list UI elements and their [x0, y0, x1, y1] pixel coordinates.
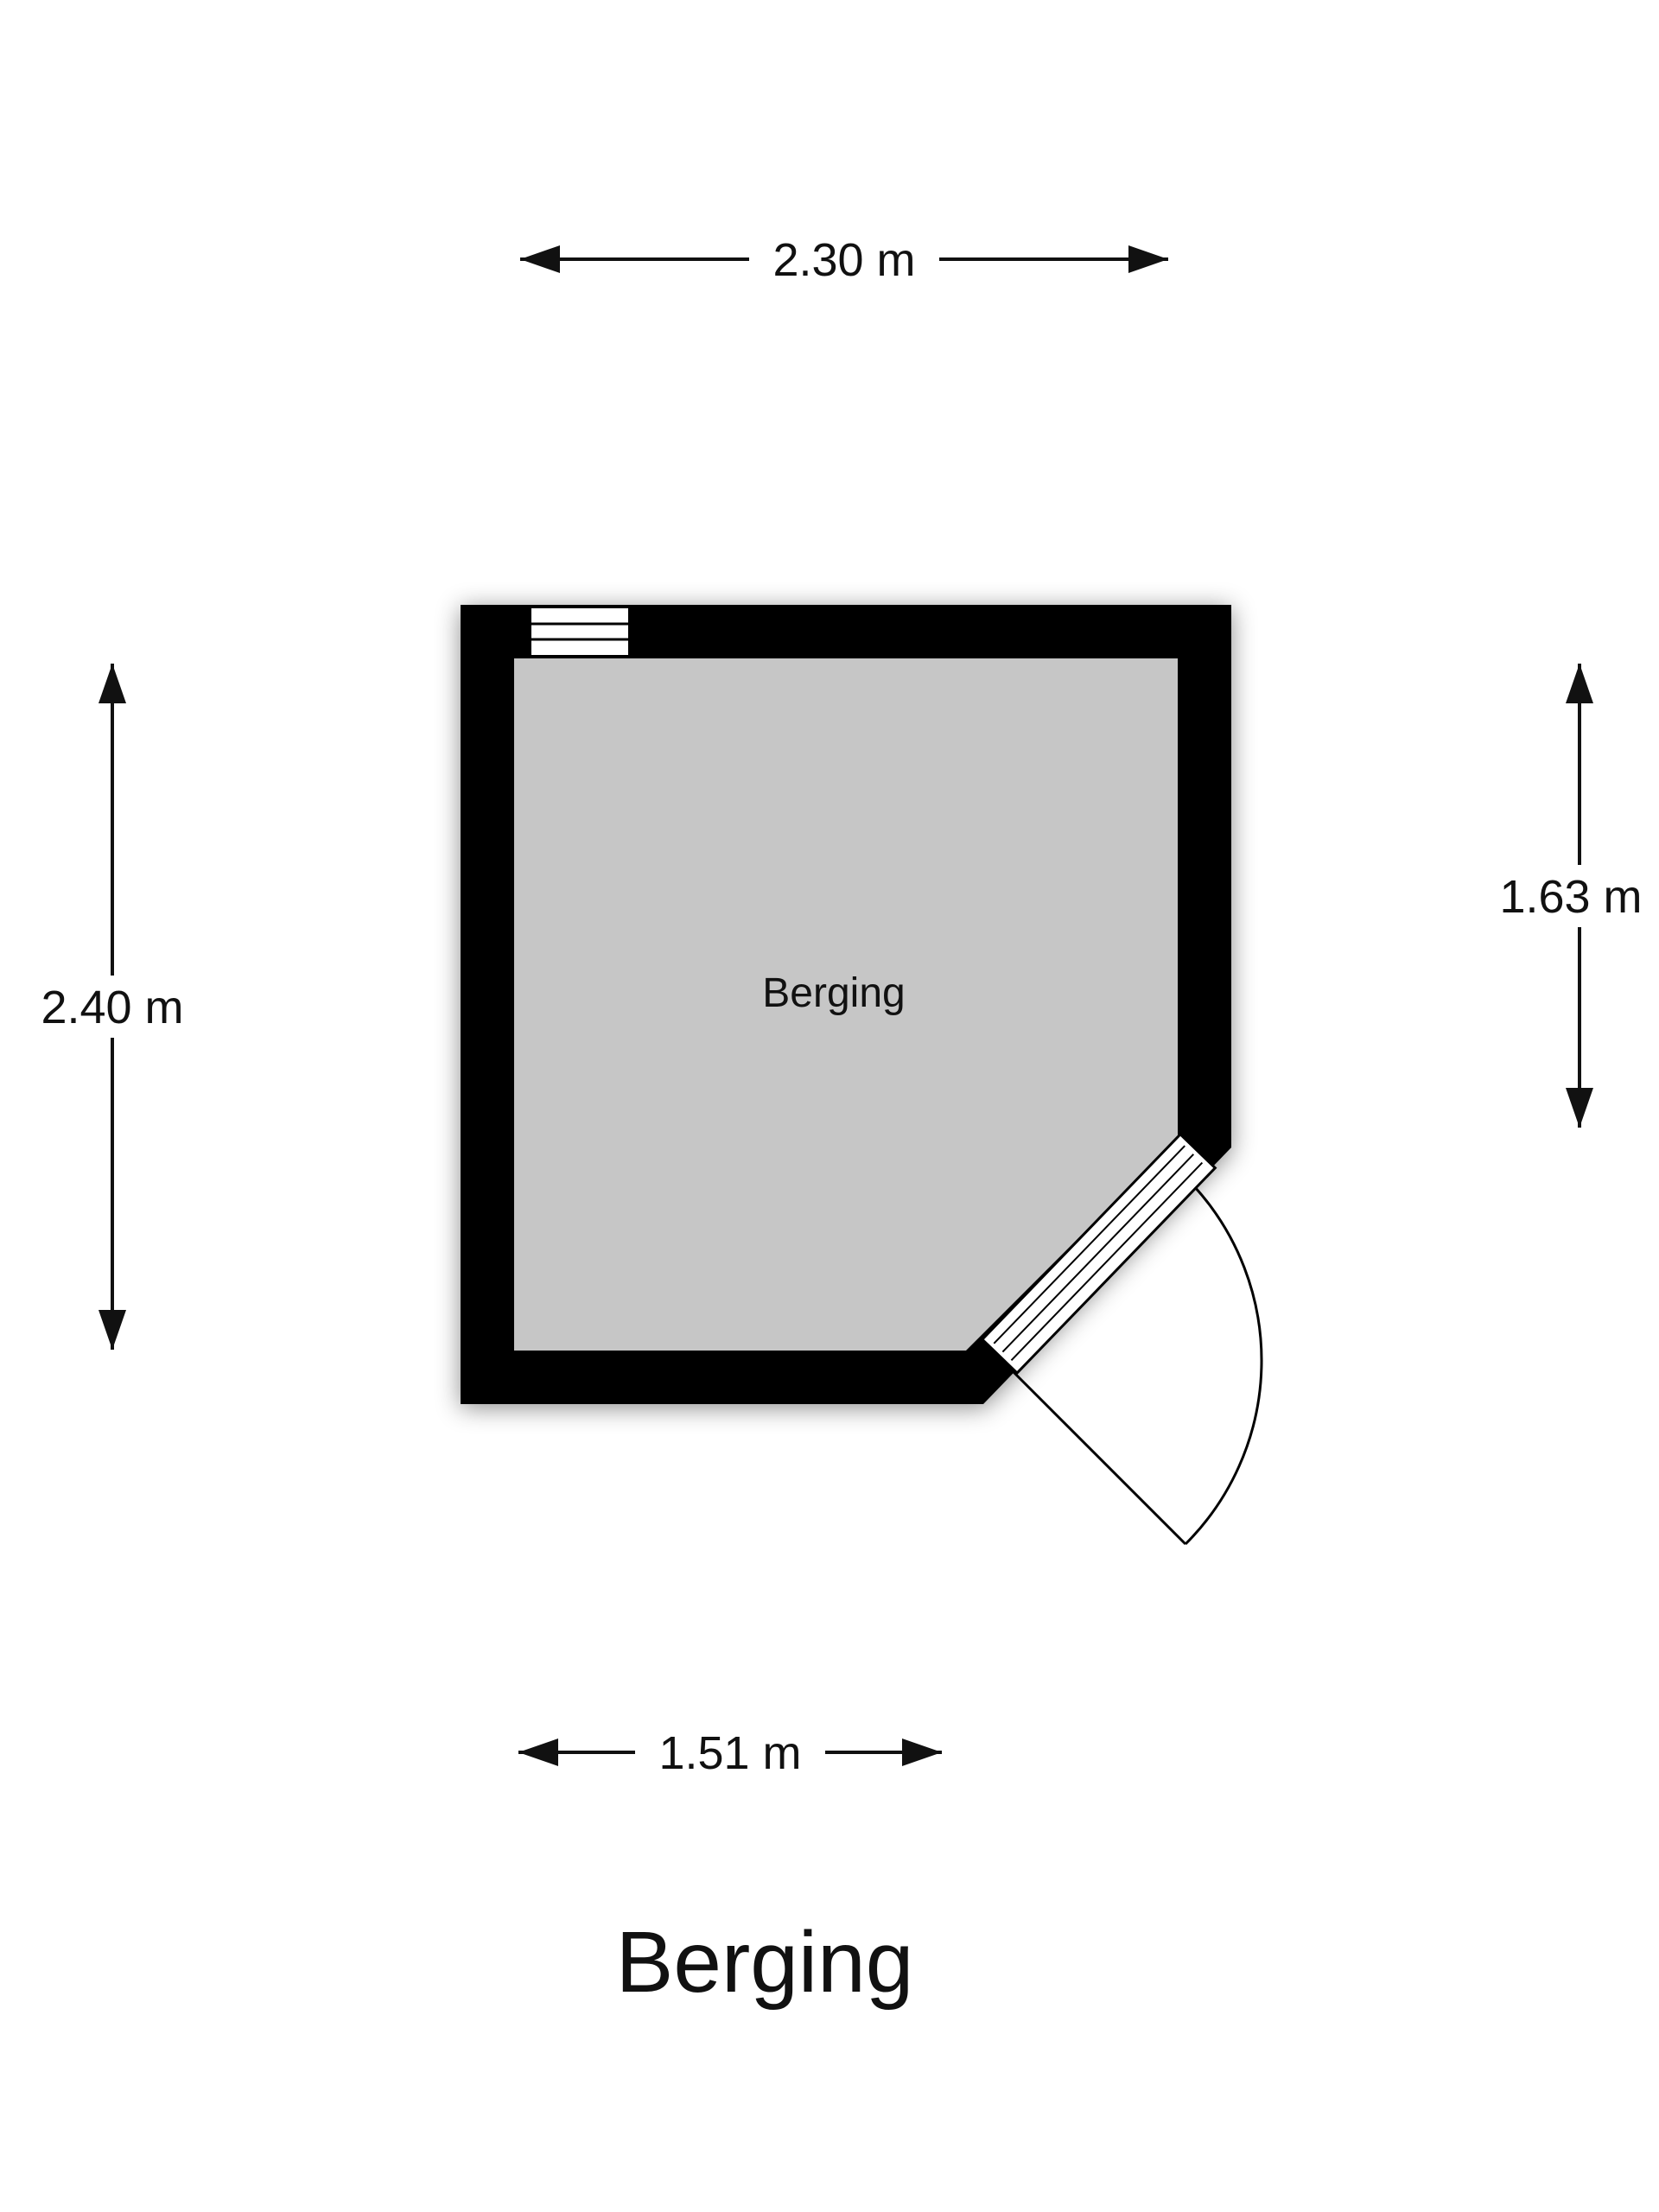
arrowhead-left-icon [518, 1738, 558, 1766]
window-frame [528, 605, 632, 658]
plan-title: Berging [616, 1914, 914, 2011]
dimension-label-right: 1.63 m [1499, 871, 1642, 923]
dimension-label-bg [19, 976, 206, 1038]
door-symbol [980, 1132, 1217, 1376]
arrowhead-up-icon [1566, 664, 1593, 703]
arrowhead-down-icon [99, 1310, 126, 1350]
arrowhead-right-icon [902, 1738, 942, 1766]
arrowhead-right-icon [1128, 245, 1168, 273]
room-label: Berging [762, 970, 905, 1016]
door-track-line [1001, 1154, 1195, 1353]
dimension-left: 2.40 m [19, 664, 206, 1350]
arrowhead-left-icon [520, 245, 560, 273]
door-track-line [993, 1145, 1185, 1344]
dimension-label-bg [635, 1721, 825, 1783]
dimension-label-left: 2.40 m [41, 982, 183, 1033]
door-leaf [1001, 1359, 1187, 1546]
door-swing-arc [1184, 1185, 1263, 1546]
dimension-label-top: 2.30 m [772, 234, 915, 286]
dimension-right: 1.63 m [1481, 664, 1659, 1128]
room-floor [514, 658, 1178, 1351]
dimension-label-bottom: 1.51 m [658, 1727, 801, 1779]
door-track-line [1010, 1161, 1204, 1362]
dimension-top: 2.30 m [520, 228, 1168, 290]
window-symbol [528, 605, 632, 658]
arrowhead-up-icon [99, 664, 126, 703]
dimension-label-bg [749, 228, 939, 290]
dimension-bottom: 1.51 m [518, 1721, 942, 1783]
dimension-label-bg [1481, 865, 1659, 927]
arrowhead-down-icon [1566, 1088, 1593, 1128]
